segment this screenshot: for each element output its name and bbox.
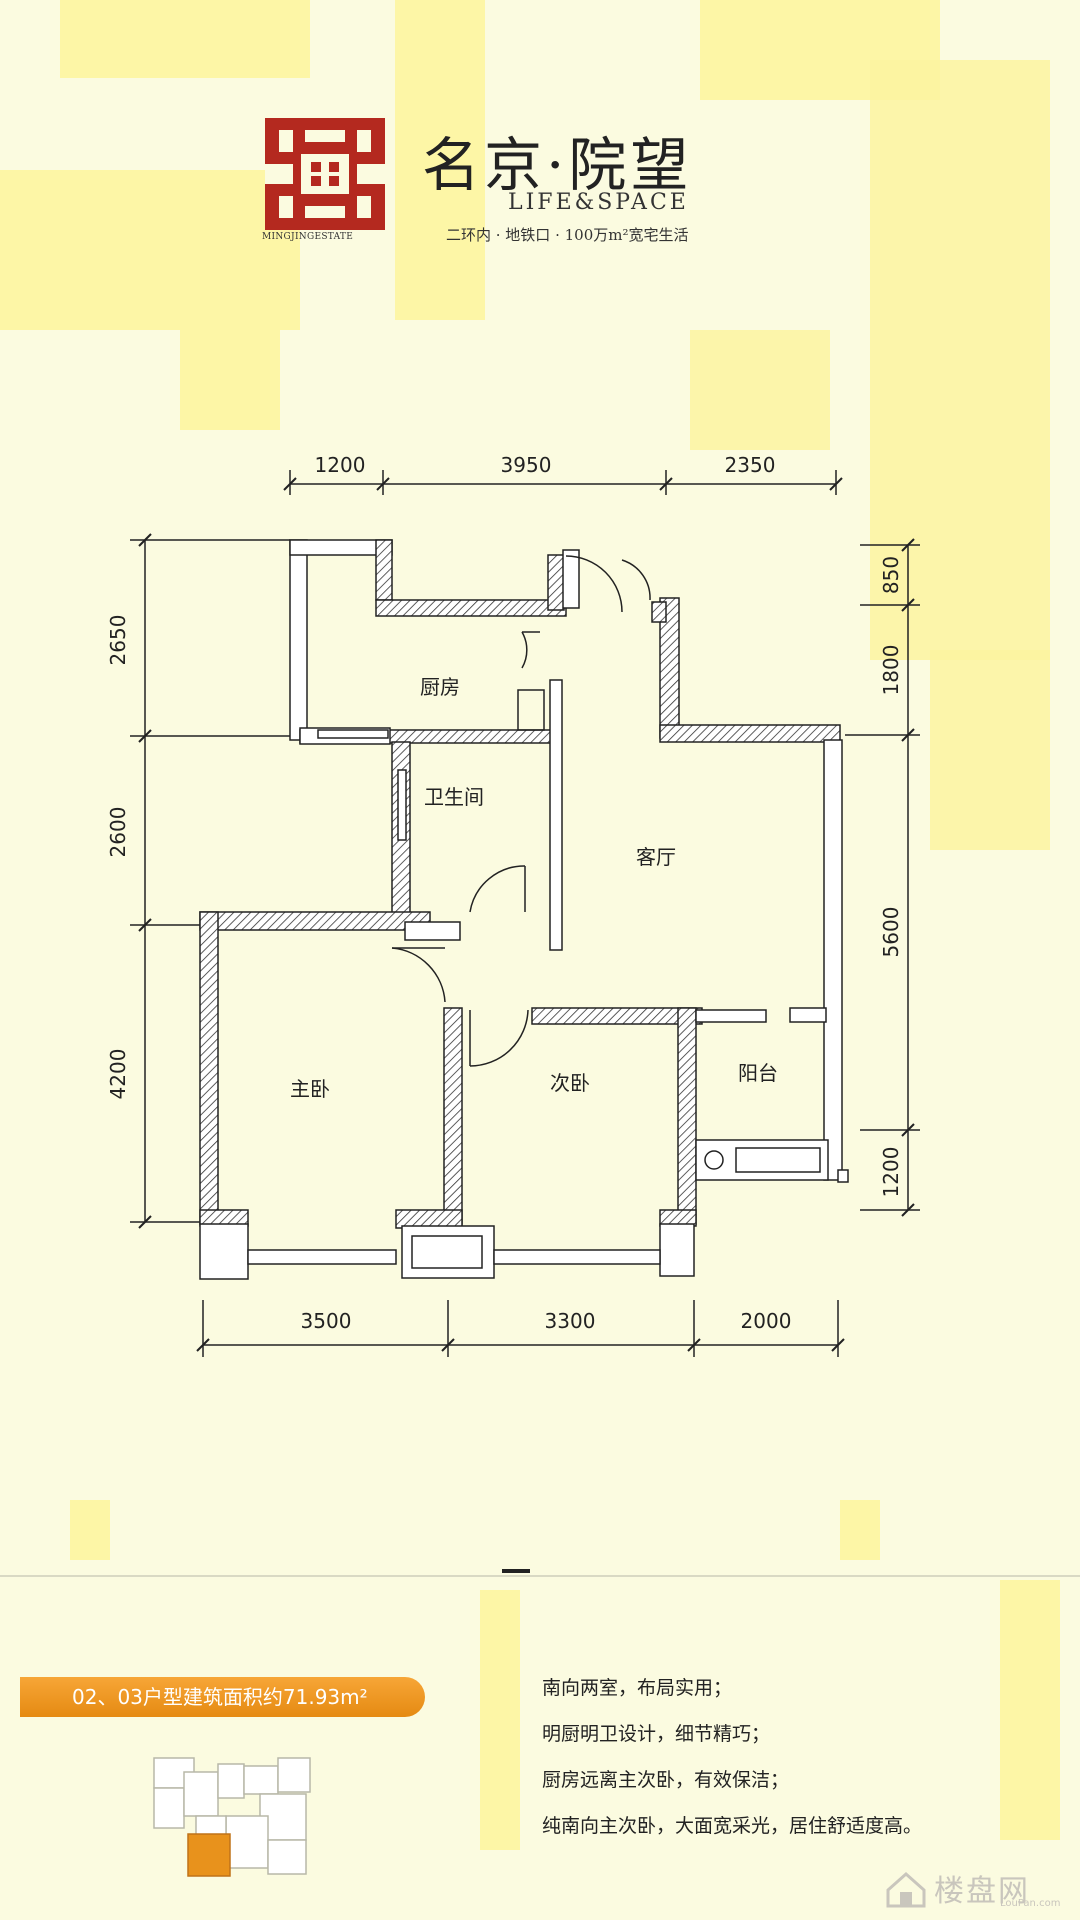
bg-stripe xyxy=(480,1590,520,1850)
room-label-balcony: 阳台 xyxy=(738,1061,778,1085)
watermark: 楼盘网 LouPan.com xyxy=(884,1866,1064,1909)
dim-bottom-1: 3500 xyxy=(301,1309,352,1333)
bg-stripe xyxy=(180,330,280,430)
bottom-dimension-line: 3500 3300 2000 xyxy=(196,1300,845,1357)
walls xyxy=(199,539,849,1280)
right-dimension-line: 850 1800 5600 1200 xyxy=(845,538,920,1217)
doors xyxy=(391,555,651,1067)
bg-stripe xyxy=(840,1500,880,1560)
brand-subtitle: LIFE&SPACE xyxy=(508,190,689,215)
bg-stripe xyxy=(870,60,1050,660)
divider-mark xyxy=(502,1569,530,1573)
room-label-second: 次卧 xyxy=(550,1071,590,1095)
feature-item: 纯南向主次卧，大面宽采光，居住舒适度高。 xyxy=(542,1815,923,1837)
feature-list: 南向两室，布局实用； 明厨明卫设计，细节精巧； 厨房远离主次卧，有效保洁； 纯南… xyxy=(542,1665,922,1849)
dim-left-2: 2600 xyxy=(106,807,130,858)
room-label-kitchen: 厨房 xyxy=(420,675,460,699)
dim-right-3: 5600 xyxy=(879,907,903,958)
room-label-master: 主卧 xyxy=(290,1077,330,1101)
dim-right-1: 850 xyxy=(879,556,903,594)
floor-plan: 1200 3950 2350 3500 3300 2000 2650 2600 … xyxy=(106,453,920,1357)
room-label-living: 客厅 xyxy=(636,845,676,869)
watermark-text: 楼盘网 xyxy=(934,1874,1030,1909)
dim-bottom-2: 3300 xyxy=(545,1309,596,1333)
bg-stripe xyxy=(395,0,485,320)
feature-item: 南向两室，布局实用； xyxy=(542,1677,733,1699)
brand-tagline: 二环内 · 地铁口 · 100万m²宽宅生活 xyxy=(446,226,689,244)
dim-top-2: 3950 xyxy=(501,453,552,477)
bg-stripe xyxy=(930,650,1050,850)
left-dimension-line: 2650 2600 4200 xyxy=(106,533,300,1229)
dim-right-2: 1800 xyxy=(879,645,903,696)
brand-logo-text: MINGJINGESTATE xyxy=(262,232,354,242)
bg-stripe xyxy=(1000,1580,1060,1840)
room-label-bathroom: 卫生间 xyxy=(424,785,484,809)
section-divider xyxy=(0,1575,1080,1577)
bg-stripe xyxy=(60,0,310,78)
top-dimension-line: 1200 3950 2350 xyxy=(283,453,843,495)
brand-title: 名京·院望 xyxy=(422,131,693,199)
dim-top-1: 1200 xyxy=(315,453,366,477)
dim-left-3: 4200 xyxy=(106,1049,130,1100)
feature-item: 厨房远离主次卧，有效保洁； xyxy=(542,1769,790,1791)
dim-top-3: 2350 xyxy=(725,453,776,477)
bg-stripe xyxy=(690,330,830,450)
bg-stripe xyxy=(70,1500,110,1560)
bg-stripe xyxy=(0,170,300,330)
area-label: 02、03户型建筑面积约71.93m² xyxy=(20,1677,425,1717)
feature-item: 明厨明卫设计，细节精巧； xyxy=(542,1723,771,1745)
key-plan xyxy=(153,1757,311,1877)
dim-right-4: 1200 xyxy=(879,1147,903,1198)
brand-logo xyxy=(265,118,385,244)
dim-bottom-3: 2000 xyxy=(741,1309,792,1333)
key-plan-unit-highlight xyxy=(187,1833,231,1877)
house-icon xyxy=(886,1871,926,1908)
watermark-sub: LouPan.com xyxy=(1000,1898,1061,1909)
dim-left-1: 2650 xyxy=(106,615,130,666)
